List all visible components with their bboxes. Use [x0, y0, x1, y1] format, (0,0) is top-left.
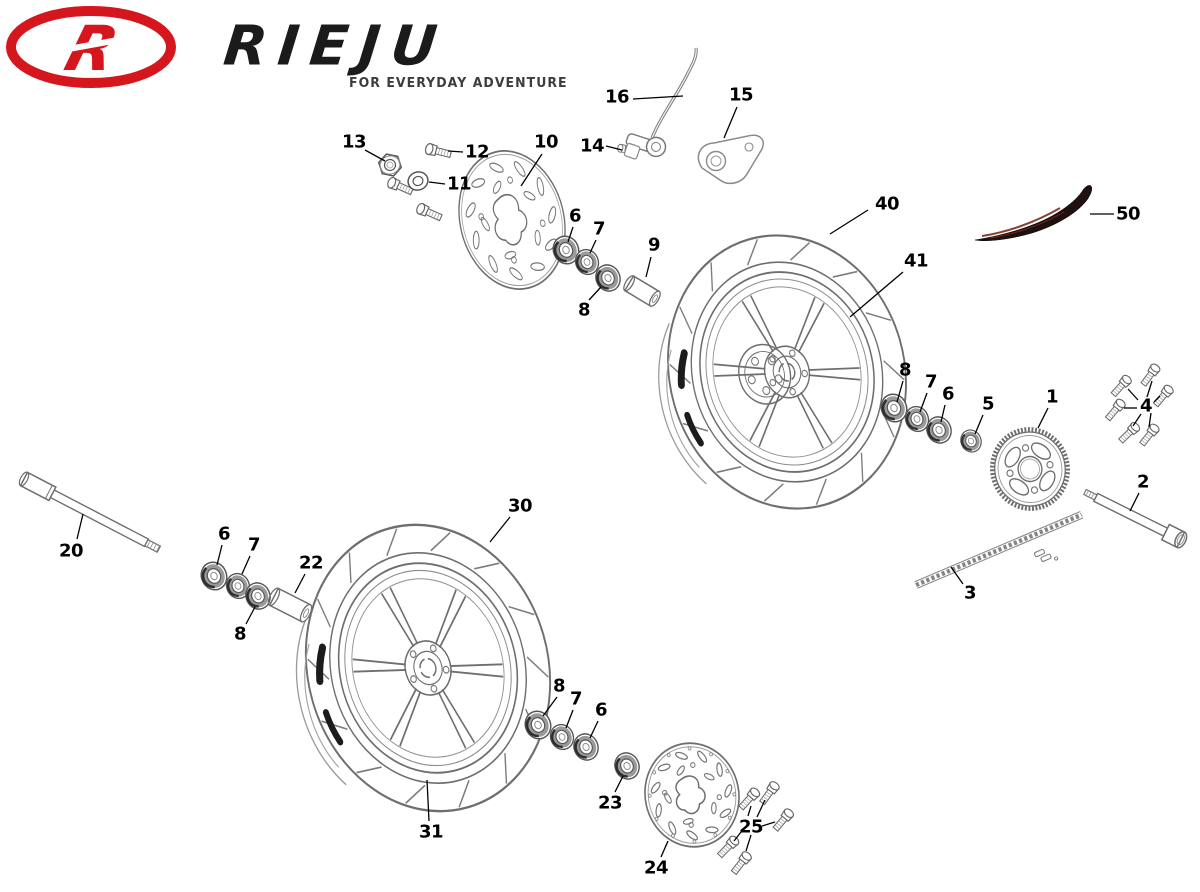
wheel-bearing	[595, 264, 621, 292]
drive-chain	[914, 510, 1084, 589]
callout-20-22: 20	[58, 540, 84, 562]
callout-8-26: 8	[233, 623, 247, 645]
sprocket-bolt	[1104, 398, 1126, 422]
callout-4-19: 4	[1139, 395, 1153, 417]
rear-sprocket	[990, 427, 1070, 511]
sprocket-bolt	[1139, 423, 1160, 447]
rear-disc-bolt	[738, 787, 761, 811]
front-brake-disc	[458, 150, 566, 290]
callout-6-7: 6	[568, 205, 582, 227]
disc-bolt	[424, 142, 453, 159]
callout-16-0: 16	[604, 86, 630, 108]
wheel-bearing	[904, 405, 930, 433]
wheel-bearing	[552, 235, 580, 265]
callout-50-13: 50	[1115, 203, 1141, 225]
rear-disc-bolt	[772, 808, 795, 832]
leader-lines	[76, 95, 1161, 858]
callout-14-2: 14	[579, 135, 605, 157]
front-hub-spacer	[623, 274, 661, 308]
callout-1-18: 1	[1045, 386, 1059, 408]
callout-25-33: 25	[738, 816, 764, 838]
wheel-bearing	[245, 582, 271, 610]
callout-40-11: 40	[874, 193, 900, 215]
callout-31-28: 31	[418, 821, 444, 843]
rieju-wordmark: RIEJU	[220, 14, 451, 79]
wheel-bearing	[225, 572, 251, 600]
sprocket-bolt	[1117, 422, 1141, 444]
rear-brake-disc	[644, 742, 740, 848]
rear-wheel	[658, 234, 907, 510]
sprocket-hub-drum	[738, 343, 792, 405]
disc-bolt	[416, 202, 443, 222]
callout-6-31: 6	[594, 699, 608, 721]
callout-7-8: 7	[592, 218, 606, 240]
callout-8-10: 8	[577, 299, 591, 321]
callout-9-9: 9	[647, 234, 661, 256]
callout-6-23: 6	[217, 523, 231, 545]
rim-sticker	[974, 185, 1093, 241]
axle-nut	[377, 153, 403, 177]
callout-2-20: 2	[1136, 471, 1150, 493]
rieju-tagline: FOR EVERYDAY ADVENTURE	[349, 76, 568, 91]
wheel-bearing	[524, 710, 552, 740]
callout-30-27: 30	[507, 495, 533, 517]
chain-master-link	[1033, 548, 1059, 562]
front-wheel	[295, 523, 552, 813]
callout-41-12: 41	[903, 250, 929, 272]
callout-5-17: 5	[981, 393, 995, 415]
sprocket-bolt	[1140, 363, 1161, 387]
callout-10-6: 10	[533, 131, 559, 153]
logo-r-slash	[51, 37, 119, 55]
callout-15-1: 15	[728, 84, 754, 106]
callout-3-21: 3	[963, 582, 977, 604]
wheel-bearing	[574, 248, 600, 276]
front-axle	[18, 471, 162, 554]
callout-24-34: 24	[643, 857, 669, 879]
wheel-bearing	[549, 723, 575, 751]
rear-disc-bolt	[730, 851, 752, 876]
wheel-bearing	[200, 561, 228, 591]
callout-12-4: 12	[464, 141, 490, 163]
sprocket-bolt	[1110, 374, 1132, 398]
speed-sensor	[623, 133, 667, 160]
wheel-bearing	[573, 733, 599, 761]
rieju-logo-mark: R	[6, 6, 176, 88]
callout-8-29: 8	[552, 675, 566, 697]
callout-7-30: 7	[569, 688, 583, 710]
callout-6-16: 6	[941, 383, 955, 405]
front-axle-spacer	[267, 587, 313, 623]
callout-7-24: 7	[247, 534, 261, 556]
callout-11-5: 11	[446, 173, 472, 195]
washer	[407, 171, 429, 191]
wheel-bearing	[880, 393, 908, 423]
callout-23-32: 23	[597, 792, 623, 814]
sprocket-bolt	[1152, 384, 1174, 408]
sensor-bracket	[697, 134, 764, 185]
callout-8-14: 8	[898, 359, 912, 381]
callout-7-15: 7	[924, 371, 938, 393]
callout-13-3: 13	[341, 131, 367, 153]
wheel-bearing	[926, 416, 952, 444]
rieju-logo: R RIEJU FOR EVERYDAY ADVENTURE	[0, 0, 600, 100]
callout-22-25: 22	[298, 552, 324, 574]
rear-disc-bolt	[758, 781, 780, 806]
rear-axle	[1083, 488, 1188, 549]
wheel-bearing	[614, 752, 640, 780]
wheel-bearing	[960, 429, 982, 453]
disc-bolt	[387, 176, 414, 196]
